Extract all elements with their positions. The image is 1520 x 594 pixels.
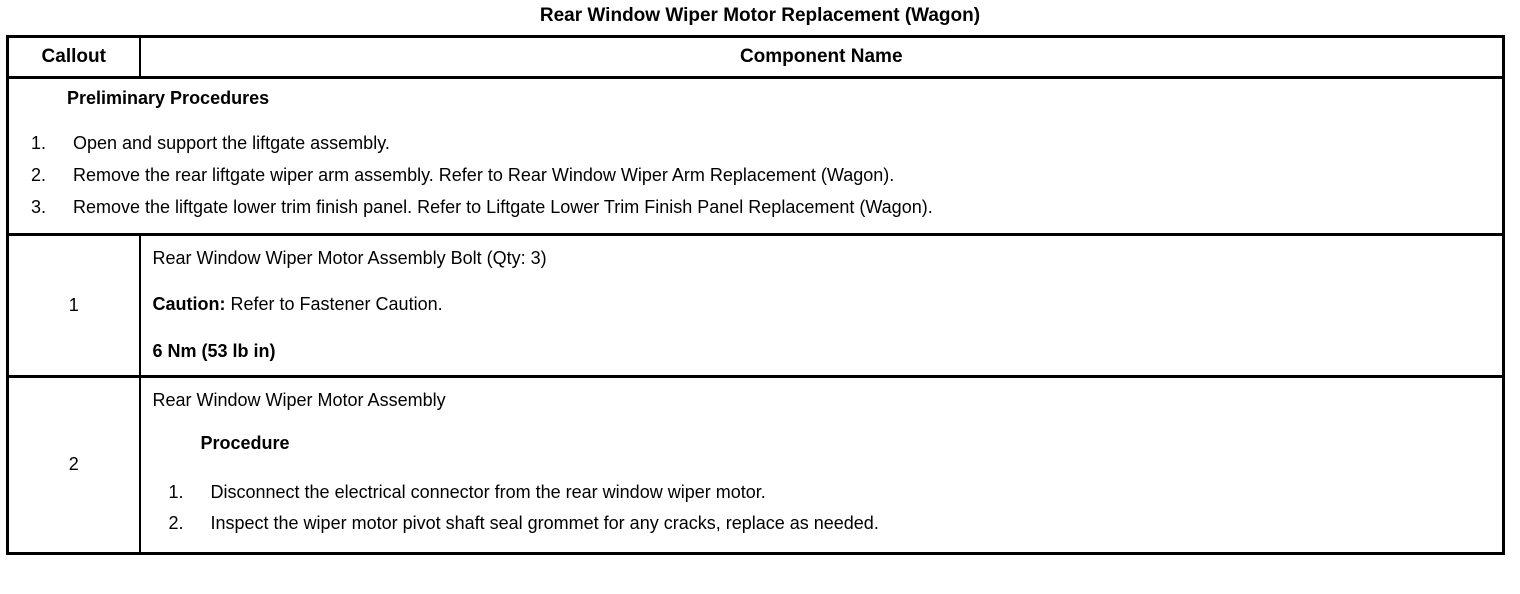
page-title: Rear Window Wiper Motor Replacement (Wag… [539,5,981,26]
torque-specification: 6 Nm (53 lb in) [152,340,276,361]
procedure-steps-list: 1. Disconnect the electrical connector f… [153,477,1493,540]
procedure-heading: Procedure [200,433,290,454]
step-text: Disconnect the electrical connector from… [210,481,766,502]
table-row: 2 Rear Window Wiper Motor Assembly Proce… [7,376,1504,554]
callout-number: 1 [7,234,141,378]
step-number: 3. [31,196,47,217]
preliminary-procedures-cell: Preliminary Procedures 1. Open and suppo… [7,77,1504,236]
step-text: Remove the liftgate lower trim finish pa… [73,196,933,217]
step-number: 1. [168,481,184,502]
component-cell: Rear Window Wiper Motor Assembly Procedu… [140,376,1504,553]
preliminary-procedures-row: Preliminary Procedures 1. Open and suppo… [7,77,1504,236]
step-text: Remove the rear liftgate wiper arm assem… [73,164,895,185]
list-item: 3. Remove the liftgate lower trim finish… [9,191,1502,223]
column-header-component-name: Component Name [139,36,1504,79]
step-text: Open and support the liftgate assembly. [73,132,390,153]
preliminary-procedures-heading: Preliminary Procedures [67,88,270,108]
table-row: 1 Rear Window Wiper Motor Assembly Bolt … [7,234,1504,378]
step-number: 1. [31,132,47,153]
step-number: 2. [31,164,47,185]
step-number: 2. [168,513,184,534]
list-item: 1. Open and support the liftgate assembl… [9,127,1502,159]
list-item: 2. Remove the rear liftgate wiper arm as… [9,159,1502,191]
preliminary-steps-list: 1. Open and support the liftgate assembl… [9,127,1502,223]
component-name: Rear Window Wiper Motor Assembly Bolt (Q… [152,247,547,268]
procedure-table: Callout Component Name Preliminary Proce… [6,35,1505,555]
step-text: Inspect the wiper motor pivot shaft seal… [210,513,879,534]
caution-note: Caution: Refer to Fastener Caution. [153,294,1493,316]
column-header-callout: Callout [7,36,141,79]
list-item: 1. Disconnect the electrical connector f… [153,477,1493,509]
caution-text: Refer to Fastener Caution. [225,294,443,315]
table-header-row: Callout Component Name [7,36,1504,79]
component-cell: Rear Window Wiper Motor Assembly Bolt (Q… [139,234,1504,378]
callout-number: 2 [7,376,141,554]
component-name: Rear Window Wiper Motor Assembly [152,389,446,410]
list-item: 2. Inspect the wiper motor pivot shaft s… [153,508,1493,540]
caution-label: Caution: [152,294,226,315]
